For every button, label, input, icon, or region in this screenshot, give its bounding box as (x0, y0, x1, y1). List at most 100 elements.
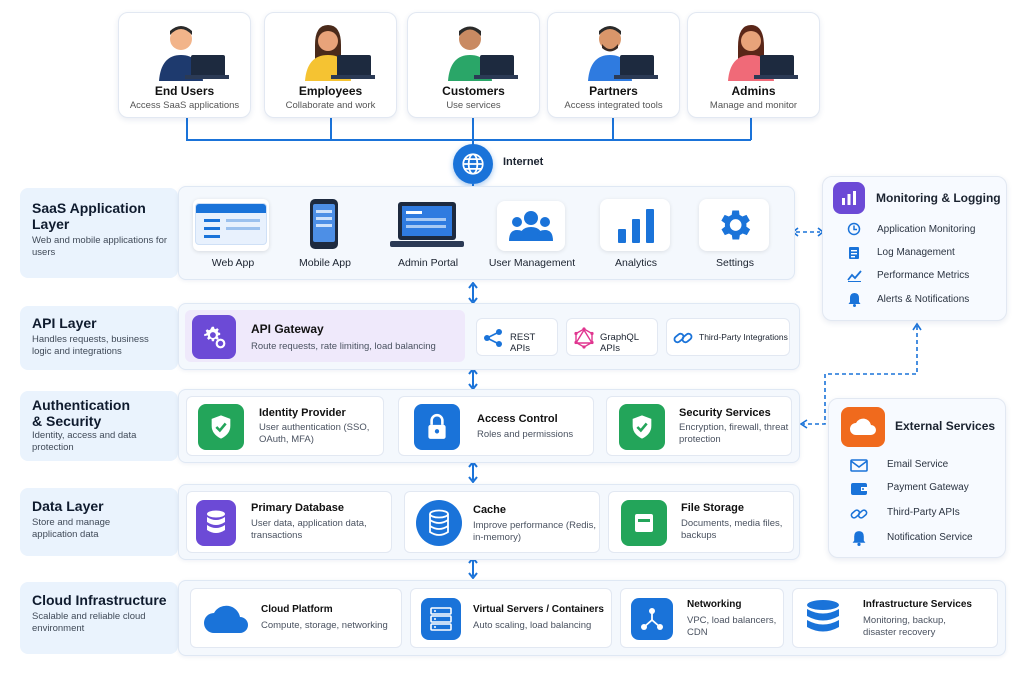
auth-item-title: Security Services (679, 407, 771, 419)
user-title: End Users (154, 84, 215, 98)
layer-description: Handles requests, business logic and int… (32, 334, 149, 357)
data-item-sub: Documents, media files, backups (681, 518, 783, 541)
mobile-app-label: Mobile App (299, 257, 351, 269)
storage-box-icon (635, 514, 653, 532)
users-connector-1 (186, 118, 188, 140)
cache-card: Cache Improve performance (Redis, in-mem… (404, 491, 600, 553)
layer-description: Identity, access and data protection (32, 430, 137, 453)
admin-avatar-icon (728, 25, 798, 81)
user-title: Partners (589, 84, 638, 98)
external-item: Payment Gateway (887, 482, 969, 493)
auth-item-sub: Encryption, firewall, threat protection (679, 422, 789, 445)
external-dashed-connector (799, 322, 922, 429)
virtual-servers-card: Virtual Servers / Containers Auto scalin… (410, 588, 612, 648)
layer-title: Data Layer (32, 498, 104, 514)
gears-icon (204, 326, 226, 349)
cloud-item-sub: Compute, storage, networking (261, 620, 388, 631)
user-sub: Collaborate and work (285, 100, 376, 111)
api-gateway-card: API Gateway Route requests, rate limitin… (185, 310, 465, 362)
external-item: Email Service (887, 459, 949, 470)
networking-card: Networking VPC, load balancers, CDN (620, 588, 784, 648)
monitoring-badge (833, 182, 865, 214)
users-bus-line (186, 139, 751, 141)
cloud-item-title: Virtual Servers / Containers (473, 604, 604, 615)
chip-label: GraphQL APIs (600, 332, 639, 354)
settings-label: Settings (716, 257, 754, 269)
user-card-employees: Employees Collaborate and work (264, 12, 397, 118)
web-app-label: Web App (211, 257, 255, 269)
cloud-icon (204, 605, 248, 633)
cloud-item-title: Cloud Platform (261, 604, 333, 615)
mobile-phone-icon (310, 199, 338, 249)
link-icon (673, 332, 693, 344)
app-monitoring-icon (847, 222, 861, 236)
shield-check-icon (632, 415, 652, 439)
rest-api-chip: REST APIs (476, 318, 558, 356)
bar-chart-icon (842, 191, 856, 205)
gear-icon (721, 210, 751, 240)
access-control-card: Access Control Roles and permissions (398, 396, 594, 456)
admin-portal-label: Admin Portal (397, 257, 459, 269)
api-layer-label: API Layer Handles requests, business log… (20, 306, 178, 370)
employee-avatar-icon (305, 25, 375, 81)
network-nodes-icon (641, 608, 663, 630)
external-item: Third-Party APIs (887, 507, 960, 518)
partner-avatar-icon (588, 26, 658, 81)
external-item: Notification Service (887, 532, 973, 543)
connector-api-auth (468, 368, 478, 390)
graphql-api-chip: GraphQL APIs (566, 318, 658, 356)
share-nodes-icon (484, 329, 502, 347)
server-rack-icon (430, 607, 452, 631)
users-connector-2 (330, 118, 332, 140)
padlock-icon (428, 413, 446, 439)
monitoring-dashed-connector (791, 227, 825, 237)
laptop-portal-icon (390, 202, 464, 247)
virtual-servers-badge (421, 598, 461, 640)
user-sub: Use services (446, 100, 501, 111)
internet-label: Internet (503, 156, 544, 168)
infrastructure-services-card: Infrastructure Services Monitoring, back… (792, 588, 998, 648)
external-services-badge (841, 407, 885, 447)
database-icon (429, 509, 449, 536)
wallet-icon (851, 483, 867, 495)
internet-node (453, 144, 493, 184)
user-card-partners: Partners Access integrated tools (547, 12, 680, 118)
layer-description: Scalable and reliable cloud environment (32, 611, 146, 634)
identity-provider-card: Identity Provider User authentication (S… (186, 396, 384, 456)
cloud-item-title: Networking (687, 599, 742, 610)
users-connector-4 (612, 118, 614, 140)
chip-label: REST APIs (510, 332, 536, 354)
file-storage-card: File Storage Documents, media files, bac… (608, 491, 794, 553)
data-item-title: Primary Database (251, 502, 344, 514)
link-icon (850, 509, 868, 519)
security-services-badge (619, 404, 665, 450)
user-sub: Manage and monitor (709, 100, 798, 111)
layer-title: Authentication & Security (32, 397, 130, 429)
user-sub: Access SaaS applications (129, 100, 240, 111)
auth-item-sub: User authentication (SSO, OAuth, MFA) (259, 422, 370, 445)
email-icon (850, 459, 868, 472)
settings-tile (699, 199, 769, 251)
user-management-tile (497, 201, 565, 251)
analytics-label: Analytics (614, 257, 657, 269)
bar-chart-icon (618, 209, 654, 243)
monitoring-title: Monitoring & Logging (876, 191, 1001, 205)
database-stack-icon (807, 600, 839, 632)
customer-avatar-icon (448, 26, 518, 81)
data-item-title: Cache (473, 504, 507, 516)
monitoring-item: Log Management (877, 247, 955, 258)
api-gateway-sub: Route requests, rate limiting, load bala… (251, 341, 436, 352)
shield-check-icon (211, 415, 231, 439)
connector-saas-api (468, 282, 478, 304)
bell-icon (852, 531, 866, 546)
log-document-icon (849, 247, 859, 259)
cloud-icon (850, 418, 876, 435)
access-control-badge (414, 404, 460, 450)
graphql-icon (574, 327, 594, 349)
auth-layer-label: Authentication & Security Identity, acce… (20, 391, 178, 461)
saas-layer-row (178, 186, 795, 280)
networking-badge (631, 598, 673, 640)
browser-window-icon (195, 203, 267, 245)
connector-data-cloud (468, 557, 478, 579)
layer-title: Cloud Infrastructure (32, 592, 167, 608)
